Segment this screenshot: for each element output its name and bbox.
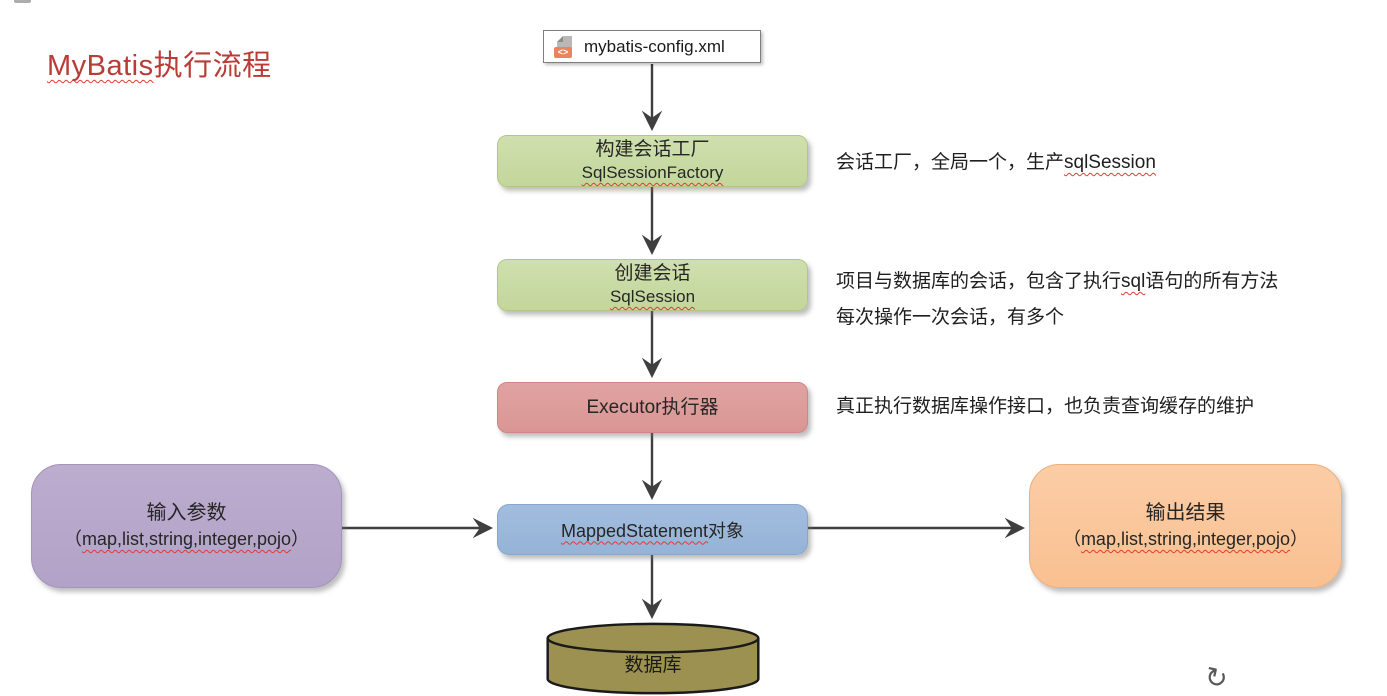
- cropped-ui-artifact: [14, 0, 31, 3]
- node-output-types: （map,list,string,integer,pojo）: [1062, 529, 1309, 549]
- annotation-sql-session-line2: 每次操作一次会话，有多个: [836, 307, 1065, 328]
- node-sql-session-class: SqlSession: [609, 287, 696, 306]
- node-output-title: 输出结果: [1145, 502, 1226, 524]
- node-session-factory-title: 构建会话工厂: [595, 139, 710, 160]
- node-sql-session-title: 创建会话: [614, 263, 691, 284]
- database-label: 数据库: [624, 655, 682, 676]
- node-mapped-statement: MappedStatement对象: [497, 504, 808, 555]
- node-executor: Executor执行器: [497, 382, 808, 433]
- annotation-session-factory: 会话工厂，全局一个，生产sqlSession: [836, 152, 1156, 173]
- page-title-zh: 执行流程: [153, 50, 272, 82]
- config-file-label: mybatis-config.xml: [584, 36, 725, 56]
- node-session-factory-class: SqlSessionFactory: [581, 163, 724, 182]
- annotation-executor: 真正执行数据库操作接口，也负责查询缓存的维护: [836, 396, 1255, 417]
- node-session-factory: 构建会话工厂 SqlSessionFactory: [497, 135, 808, 187]
- node-mapped-statement-label: MappedStatement对象: [560, 520, 745, 541]
- page-title: MyBatis执行流程: [47, 42, 272, 84]
- node-output-result: 输出结果 （map,list,string,integer,pojo）: [1029, 464, 1342, 588]
- annotation-sql-session-line1: 项目与数据库的会话，包含了执行sql语句的所有方法: [836, 271, 1279, 292]
- database-cylinder: [546, 622, 760, 695]
- node-sql-session: 创建会话 SqlSession: [497, 259, 808, 311]
- node-input-types: （map,list,string,integer,pojo）: [63, 529, 310, 549]
- xml-file-icon: <>: [554, 35, 576, 58]
- config-file-box: <> mybatis-config.xml: [543, 30, 761, 63]
- node-executor-label: Executor执行器: [586, 396, 719, 418]
- node-input-params: 输入参数 （map,list,string,integer,pojo）: [31, 464, 342, 588]
- page-title-latin: MyBatis: [47, 50, 154, 82]
- node-input-title: 输入参数: [146, 502, 227, 524]
- rotate-icon[interactable]: ↻: [1201, 660, 1231, 696]
